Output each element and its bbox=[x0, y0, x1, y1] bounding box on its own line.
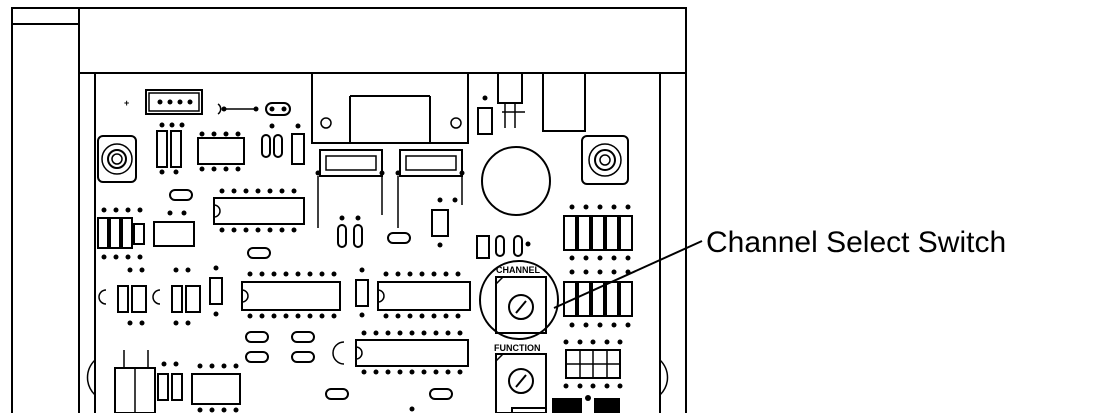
regulator bbox=[311, 72, 469, 144]
header-grid bbox=[511, 339, 623, 413]
right-resistor-arrays bbox=[563, 204, 633, 328]
ic-lower bbox=[332, 330, 469, 375]
bottom-left-components bbox=[114, 350, 241, 413]
left-mid-components bbox=[98, 265, 223, 326]
ic-middle-left bbox=[241, 267, 369, 319]
callout-label: Channel Select Switch bbox=[706, 226, 1007, 259]
capacitor-large bbox=[481, 146, 551, 216]
ic-upper bbox=[213, 188, 305, 233]
header-connector: + bbox=[124, 89, 203, 115]
diode-top bbox=[217, 102, 291, 116]
jack-left bbox=[97, 135, 137, 183]
ic-middle-right bbox=[377, 271, 471, 319]
jack-right bbox=[581, 135, 629, 185]
lower-left-caps bbox=[245, 331, 453, 412]
left-resistor-array bbox=[97, 207, 195, 260]
mini-connectors bbox=[315, 149, 465, 228]
highlight-circle bbox=[479, 260, 559, 340]
transistor-top bbox=[477, 72, 586, 135]
function-switch: FUNCTION S2 bbox=[494, 343, 547, 413]
connector-mark: + bbox=[124, 98, 129, 108]
middle-caps bbox=[337, 197, 531, 259]
channel-silk-label: CHANNEL bbox=[496, 265, 541, 275]
callout-leader-line bbox=[553, 240, 703, 309]
channel-select-switch: CHANNEL S1 bbox=[495, 265, 547, 334]
upper-left-components bbox=[156, 122, 305, 175]
small-caps bbox=[169, 189, 411, 259]
function-silk-label: FUNCTION bbox=[494, 343, 541, 353]
